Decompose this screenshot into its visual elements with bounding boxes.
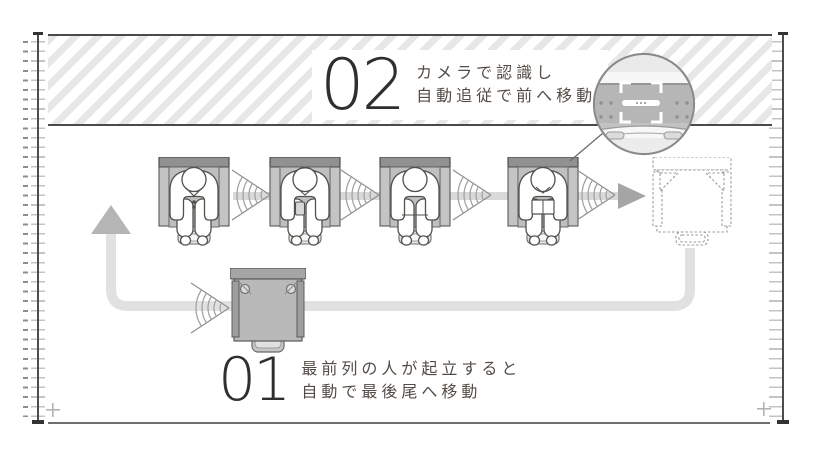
- camera-cone-icon-return: [190, 282, 230, 334]
- suit-collar-detail: [185, 187, 203, 209]
- right-ruler-ticks: [769, 41, 783, 417]
- left-ruler-top-cap: [33, 32, 43, 35]
- screw-dots: [599, 101, 689, 119]
- dashed-empty-chair: [652, 157, 732, 246]
- camera-cone-icon-3: [452, 169, 492, 221]
- left-ruler: [23, 32, 51, 424]
- bottom-border-line: [48, 422, 770, 424]
- phone-detail: [293, 167, 317, 216]
- step-02-number: 02: [320, 44, 406, 126]
- occupied-chair-3: [379, 157, 451, 246]
- step-02-line2: 自動追従で前へ移動: [416, 88, 597, 106]
- left-ruler-bottom-cap: [32, 420, 44, 424]
- registration-plus-left: [46, 403, 60, 417]
- right-ruler-line: [782, 32, 784, 424]
- registration-plus-right: [757, 402, 771, 416]
- returning-empty-chair: [230, 268, 306, 353]
- step-01-line1: 最前列の人が起立すると: [301, 360, 522, 378]
- right-ruler-bottom-cap: [777, 420, 789, 424]
- right-ruler: [769, 32, 797, 424]
- step-01-label: 01 最前列の人が起立すると 自動で最後尾へ移動: [210, 350, 533, 411]
- viewfinder-brackets-icon: [619, 81, 663, 124]
- step-01-line2: 自動で最後尾へ移動: [301, 383, 482, 401]
- camera-cone-icon-2: [340, 169, 380, 221]
- step-02-text: カメラで認識し 自動追従で前へ移動: [416, 62, 596, 108]
- step-02-line1: カメラで認識し: [416, 65, 557, 83]
- step-01-text: 最前列の人が起立すると 自動で最後尾へ移動: [301, 358, 521, 404]
- advance-arrow-icon: [618, 183, 646, 209]
- return-path: [91, 205, 695, 311]
- occupied-chair-2: [269, 157, 341, 246]
- step-02-label: 02 カメラで認識し 自動追従で前へ移動: [312, 44, 609, 126]
- step-01-number: 01: [218, 345, 291, 415]
- occupied-chair-1: [158, 157, 230, 246]
- camera-viewfinder-inset: [592, 52, 696, 156]
- inset-leader-line: [569, 132, 604, 162]
- return-path-line: [106, 233, 695, 311]
- camera-cone-icon-1: [231, 169, 271, 221]
- left-ruler-line: [37, 32, 39, 424]
- book-detail: [531, 186, 555, 215]
- occupied-chair-4: [507, 157, 579, 246]
- up-arrow-icon: [91, 205, 131, 234]
- right-ruler-top-cap: [778, 32, 788, 35]
- left-ruler-minor-ticks: [23, 41, 28, 417]
